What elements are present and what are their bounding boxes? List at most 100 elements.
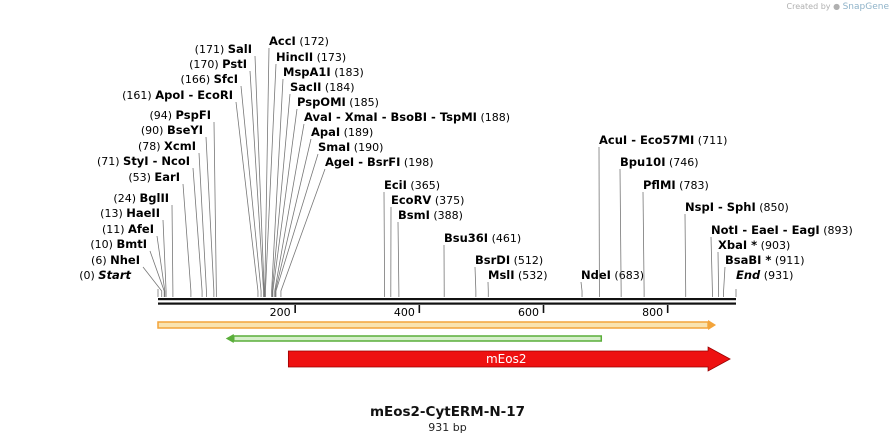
site-leader-line: [717, 251, 720, 297]
site-leader-line: [274, 138, 312, 297]
site-label: AccI (172): [269, 34, 329, 48]
site-leader-line: [240, 85, 262, 297]
ruler-tick-label: 800: [642, 306, 663, 319]
site-label: (24) BglII: [113, 191, 169, 205]
site-smai: SmaI (190): [275, 140, 383, 297]
site-bsabi: BsaBI * (911): [723, 253, 805, 297]
orange-feature-arrowhead: [708, 320, 717, 330]
site-label: Bpu10I (746): [620, 155, 699, 169]
site-label: (171) SalI: [195, 42, 252, 56]
site-label: (94) PspFI: [149, 108, 211, 122]
site-hincii: HincII (173): [265, 50, 346, 297]
site-leader-line: [213, 121, 217, 297]
site-sfci: (166) SfcI: [181, 72, 262, 297]
site-mspa1i: MspA1I (183): [271, 65, 364, 297]
site-leader-line: [235, 101, 259, 297]
site-leader-line: [474, 266, 477, 297]
snapgene-credit: Created by ● SnapGene: [787, 2, 890, 12]
site-label: NdeI (683): [581, 268, 644, 282]
site-pspfi: (94) PspFI: [149, 108, 217, 297]
site-leader-line: [710, 236, 713, 297]
map-title: mEos2-CytERM-N-17: [369, 404, 526, 420]
site-noti: NotI - EaeI - EagI (893): [710, 223, 853, 297]
site-leader-line: [249, 70, 264, 297]
backbone-top-strand: [158, 298, 736, 301]
site-label: (78) XcmI: [138, 139, 196, 153]
site-leader-line: [642, 191, 645, 297]
site-sali: (171) SalI: [195, 42, 265, 297]
site-leader-line: [684, 213, 687, 297]
site-bsrdi: BsrDI (512): [474, 253, 543, 297]
site-bsmi: BsmI (388): [397, 208, 463, 297]
site-start: (0) Start: [79, 268, 159, 297]
site-label: HincII (173): [276, 50, 346, 64]
site-label: BsaBI * (911): [725, 253, 805, 267]
site-sacii: SacII (184): [271, 80, 355, 297]
site-label: BsmI (388): [398, 208, 463, 222]
snapgene-logo-icon: ●: [833, 2, 841, 11]
site-haeii: (13) HaeII: [100, 206, 167, 297]
site-apoi: (161) ApoI - EcoRI: [122, 88, 259, 297]
credit-brand: SnapGene: [842, 2, 889, 12]
site-leader-line: [619, 168, 622, 297]
site-leader-line: [397, 221, 400, 297]
green-feature-bar: [232, 335, 603, 342]
site-label: (11) AfeI: [102, 222, 154, 236]
site-label: SmaI (190): [318, 140, 383, 154]
site-label: XbaI * (903): [718, 238, 790, 252]
site-bglii: (24) BglII: [113, 191, 174, 297]
site-leader-line: [182, 183, 192, 297]
meos2-feature-arrow: [287, 346, 731, 372]
site-label: (170) PstI: [189, 57, 247, 71]
site-end: End (931): [735, 268, 793, 297]
ruler-tick-label: 200: [270, 306, 291, 319]
site-label: MspA1I (183): [283, 65, 364, 79]
site-leader-line: [280, 168, 326, 297]
site-leader-line: [205, 136, 215, 297]
site-label: MslI (532): [488, 268, 548, 282]
site-bseyi: (90) BseYI: [141, 123, 215, 297]
site-label: ApaI (189): [311, 125, 373, 139]
site-styi: (71) StyI - NcoI: [97, 154, 203, 297]
site-xbai: XbaI * (903): [717, 238, 790, 297]
site-label: (0) Start: [79, 268, 131, 282]
site-label: Bsu36I (461): [444, 231, 521, 245]
site-leader-line: [198, 152, 207, 297]
site-label: (90) BseYI: [141, 123, 203, 137]
site-bmti: (10) BmtI: [90, 237, 165, 297]
site-leader-line: [254, 55, 265, 297]
site-label: End (931): [736, 268, 793, 282]
site-avai: AvaI - XmaI - BsoBI - TspMI (188): [274, 110, 510, 297]
site-label: PspOMI (185): [297, 95, 379, 109]
site-apai: ApaI (189): [274, 125, 373, 297]
site-label: PflMI (783): [643, 178, 709, 192]
site-eari: (53) EarI: [128, 170, 192, 297]
site-leader-line: [274, 123, 305, 297]
orange-feature-bar: [157, 321, 709, 329]
site-pspomi: PspOMI (185): [272, 95, 379, 297]
site-leader-line: [580, 281, 583, 297]
site-leader-line: [149, 250, 165, 297]
site-nspi: NspI - SphI (850): [684, 200, 789, 297]
site-nhei: (6) NheI: [91, 253, 163, 297]
sequence-length: 931 bp: [428, 421, 467, 434]
site-bsu36i: Bsu36I (461): [443, 231, 521, 297]
site-label: (13) HaeII: [100, 206, 160, 220]
site-msli: MslI (532): [487, 268, 548, 297]
site-pflmi: PflMI (783): [642, 178, 709, 297]
site-label: AgeI - BsrFI (198): [325, 155, 434, 169]
site-afei: (11) AfeI: [102, 222, 166, 297]
backbone-bottom-strand: [158, 302, 736, 305]
site-label: (53) EarI: [128, 170, 180, 184]
meos2-feature-label: mEos2: [486, 352, 527, 366]
site-label: NspI - SphI (850): [685, 200, 789, 214]
site-ecii: EciI (365): [383, 178, 440, 297]
site-leader-line: [264, 47, 270, 297]
site-label: NotI - EaeI - EagI (893): [711, 223, 853, 237]
credit-prefix: Created by: [786, 2, 831, 11]
site-leader-line: [275, 153, 319, 297]
site-label: AvaI - XmaI - BsoBI - TspMI (188): [304, 110, 510, 124]
site-leader-line: [171, 204, 174, 297]
site-label: (161) ApoI - EcoRI: [122, 88, 233, 102]
